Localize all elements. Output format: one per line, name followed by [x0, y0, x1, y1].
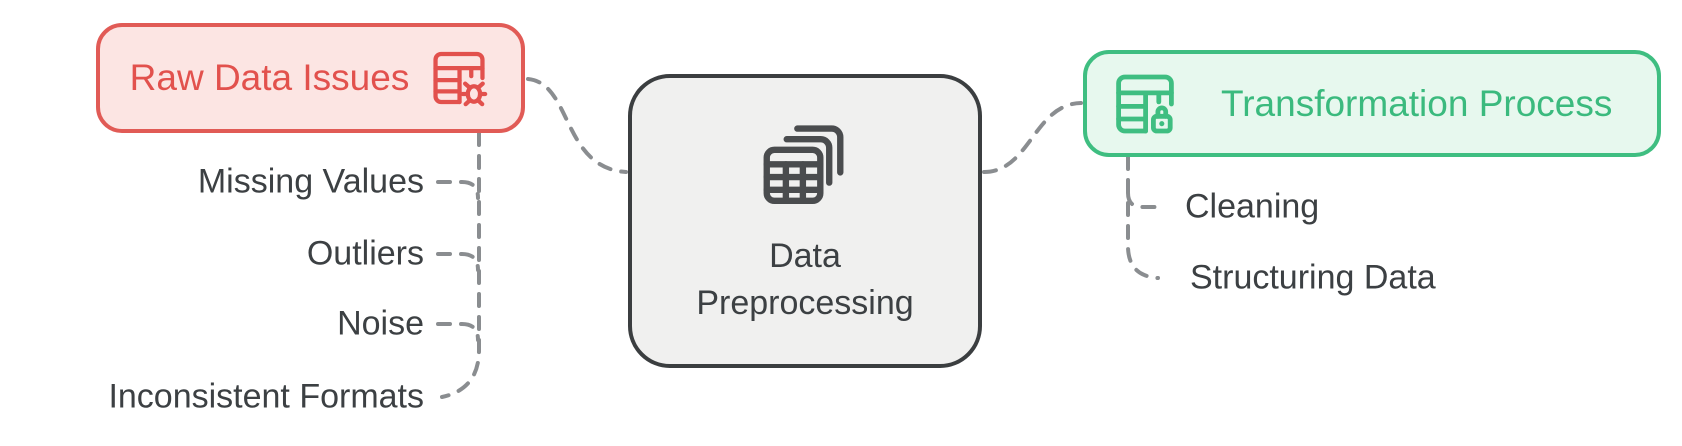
node-raw-data-issues: Raw Data Issues — [96, 23, 525, 133]
connector-raw-items-trunk — [440, 131, 481, 399]
list-item-outliers: Outliers — [306, 234, 424, 273]
node-transformation-process-label: Transformation Process — [1221, 82, 1613, 124]
connector-raw-to-center — [526, 77, 628, 174]
node-raw-data-issues-label: Raw Data Issues — [129, 57, 410, 98]
connector-center-to-transformation — [982, 101, 1083, 174]
list-item-inconsistent-formats: Inconsistent Formats — [108, 377, 424, 416]
node-transformation-process: Transformation Process — [1083, 50, 1661, 157]
connector-branch-noise — [436, 322, 480, 342]
table-bug-icon — [427, 46, 491, 110]
connector-branch-missing-values — [436, 180, 480, 200]
table-lock-icon — [1109, 68, 1181, 140]
connector-branch-cleaning — [1126, 191, 1166, 209]
list-item-noise: Noise — [337, 304, 424, 343]
list-item-cleaning: Cleaning — [1185, 187, 1320, 226]
connector-branch-outliers — [436, 252, 480, 272]
list-item-missing-values: Missing Values — [197, 162, 424, 201]
stacked-tables-icon — [754, 115, 856, 217]
node-data-preprocessing-label: Data Preprocessing — [696, 233, 913, 327]
connector-transformation-items-trunk — [1126, 155, 1160, 280]
label-line-2: Preprocessing — [696, 284, 914, 322]
list-item-structuring-data: Structuring Data — [1190, 258, 1436, 297]
label-line-1: Data — [769, 237, 841, 276]
node-data-preprocessing: Data Preprocessing — [628, 74, 982, 368]
